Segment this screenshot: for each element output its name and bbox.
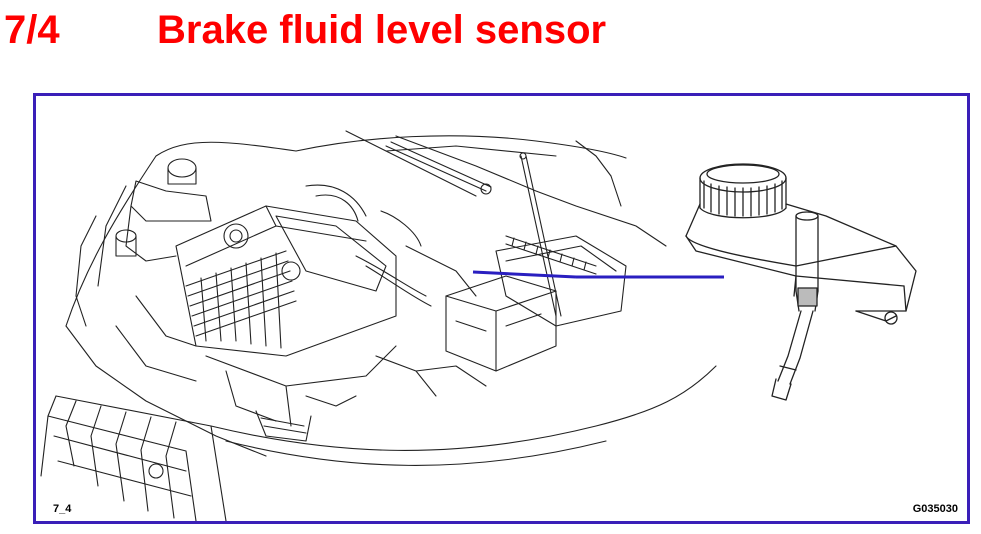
figure-label-right: G035030 [912, 503, 958, 515]
callout-line [472, 270, 724, 279]
page-header: 7/4 Brake fluid level sensor [0, 0, 981, 80]
engine-block [175, 205, 397, 357]
left-fender [65, 185, 267, 457]
battery-box [445, 275, 557, 372]
figure-label-left: 7_4 [53, 503, 72, 515]
hood-strut [519, 152, 562, 317]
wiper-arm [385, 141, 492, 195]
brake-fluid-reservoir [685, 163, 917, 401]
page-title: Brake fluid level sensor [157, 8, 607, 52]
intake-hoses [305, 184, 477, 307]
figure-frame: 7_4 G035030 [33, 93, 970, 524]
engine-cover [275, 215, 387, 292]
front-grille [40, 395, 227, 521]
left-reservoirs [115, 158, 212, 262]
hood-outline [65, 130, 667, 327]
air-filter-box [495, 235, 627, 327]
cowl-grille [505, 235, 597, 275]
section-number: 7/4 [4, 8, 60, 52]
lower-engine-details [115, 295, 487, 442]
bumper-line [210, 365, 717, 466]
engine-bay-illustration [40, 130, 917, 521]
